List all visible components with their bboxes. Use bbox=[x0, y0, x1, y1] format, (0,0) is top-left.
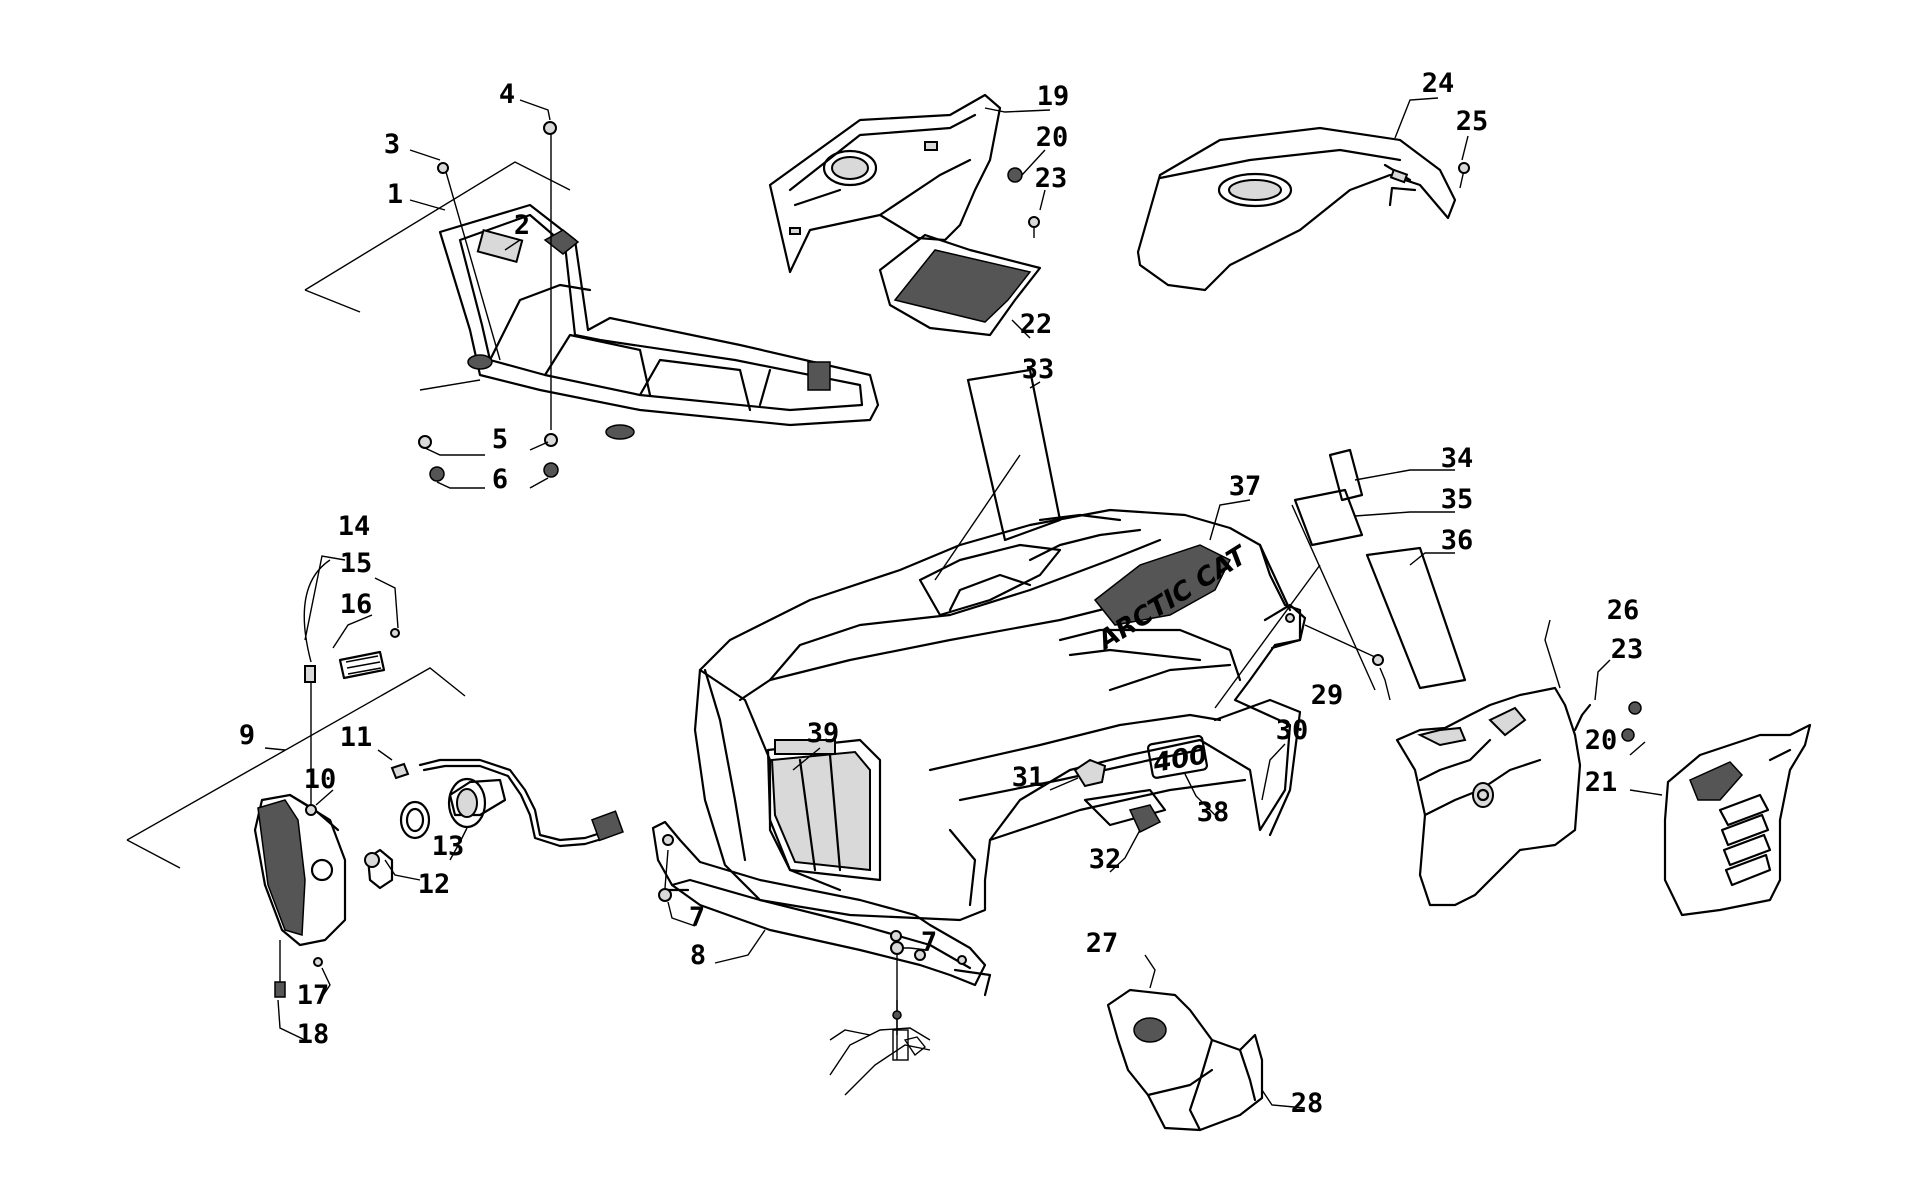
callout-37: 37 bbox=[1229, 471, 1262, 502]
callout-9: 9 bbox=[239, 720, 255, 751]
frame-bracket bbox=[829, 1000, 931, 1096]
callout-21: 21 bbox=[1585, 767, 1618, 798]
callout-31: 31 bbox=[1012, 762, 1045, 793]
callout-labels: 1234567789101112131415161718192020212223… bbox=[239, 68, 1643, 1119]
callout-34: 34 bbox=[1441, 443, 1474, 474]
callout-3: 3 bbox=[384, 129, 400, 160]
callout-35: 35 bbox=[1441, 484, 1474, 515]
callout-7: 7 bbox=[921, 927, 937, 958]
callout-5: 5 bbox=[492, 424, 508, 455]
callout-24: 24 bbox=[1422, 68, 1455, 99]
callout-39: 39 bbox=[807, 718, 840, 749]
callout-16: 16 bbox=[340, 589, 373, 620]
callout-26: 26 bbox=[1607, 595, 1640, 626]
front-rack bbox=[304, 99, 880, 489]
callout-14: 14 bbox=[338, 511, 371, 542]
callout-13: 13 bbox=[432, 831, 465, 862]
callout-6: 6 bbox=[492, 464, 508, 495]
callout-19: 19 bbox=[1037, 81, 1070, 112]
callout-33: 33 bbox=[1022, 354, 1055, 385]
lower-splash-guard bbox=[1106, 988, 1264, 1132]
front-fender-body: ARCTIC CAT 400 bbox=[693, 508, 1307, 922]
callout-7: 7 bbox=[689, 902, 705, 933]
instrument-cover bbox=[878, 233, 1042, 337]
callout-20: 20 bbox=[1585, 725, 1618, 756]
center-top-panel bbox=[1136, 126, 1457, 292]
callout-8: 8 bbox=[690, 940, 706, 971]
callout-27: 27 bbox=[1086, 928, 1119, 959]
dash-console-panel bbox=[768, 93, 1002, 274]
callout-18: 18 bbox=[297, 1019, 330, 1050]
callout-22: 22 bbox=[1020, 309, 1053, 340]
callout-12: 12 bbox=[418, 869, 451, 900]
callout-30: 30 bbox=[1276, 715, 1309, 746]
callout-23: 23 bbox=[1035, 163, 1068, 194]
callout-1: 1 bbox=[387, 179, 403, 210]
callout-15: 15 bbox=[340, 548, 373, 579]
callout-23: 23 bbox=[1611, 634, 1644, 665]
callout-25: 25 bbox=[1456, 106, 1489, 137]
callout-2: 2 bbox=[514, 210, 530, 241]
callout-4: 4 bbox=[499, 79, 515, 110]
callout-29: 29 bbox=[1311, 680, 1344, 711]
front-bumper bbox=[651, 820, 992, 997]
decal-33 bbox=[934, 368, 1062, 581]
model-decal: 400 bbox=[1150, 740, 1210, 779]
callout-38: 38 bbox=[1197, 797, 1230, 828]
callout-36: 36 bbox=[1441, 525, 1474, 556]
callout-17: 17 bbox=[297, 980, 330, 1011]
splash-panel-right bbox=[1395, 686, 1592, 907]
decals-34-36 bbox=[1214, 448, 1467, 709]
callout-10: 10 bbox=[304, 764, 337, 795]
callout-11: 11 bbox=[340, 722, 373, 753]
headlight-assembly bbox=[126, 559, 624, 998]
side-panel-21 bbox=[1663, 723, 1812, 917]
callout-28: 28 bbox=[1291, 1088, 1324, 1119]
callout-20: 20 bbox=[1036, 122, 1069, 153]
callout-32: 32 bbox=[1089, 844, 1122, 875]
